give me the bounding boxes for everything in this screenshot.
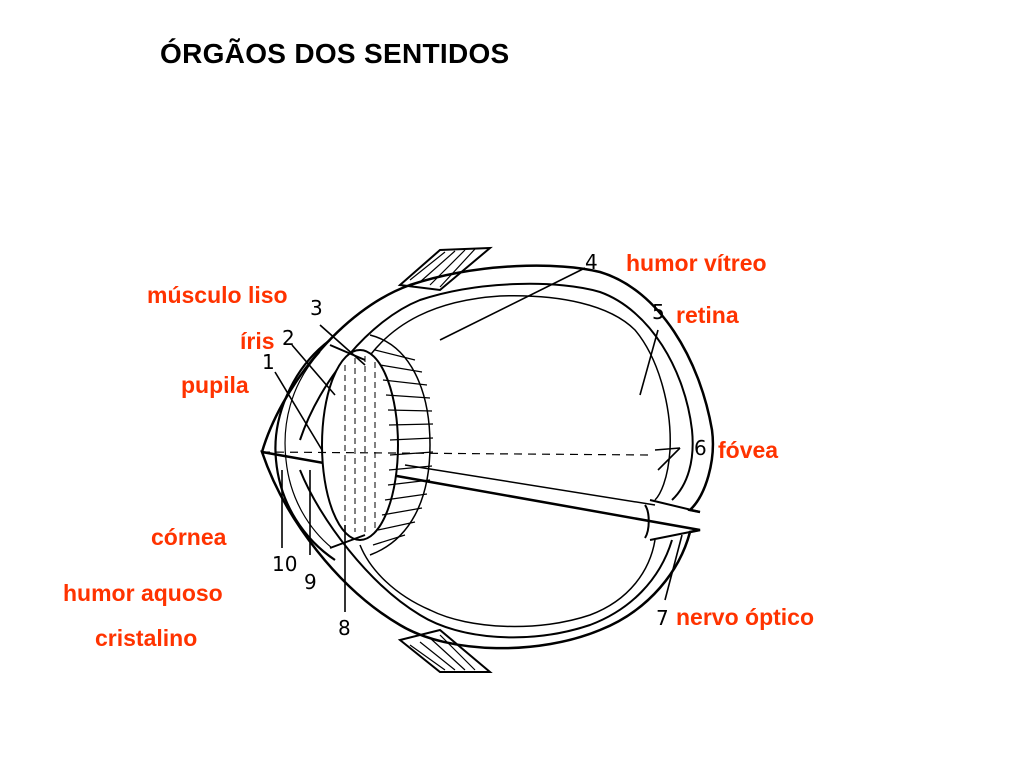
number-5: 5 <box>652 300 665 324</box>
label-pupila: pupila <box>181 372 249 398</box>
page-title: ÓRGÃOS DOS SENTIDOS <box>160 38 510 69</box>
label-retina: retina <box>676 302 739 328</box>
leader-lines <box>274 267 683 612</box>
label-iris: íris <box>240 328 275 354</box>
visual-axis <box>261 451 651 456</box>
number-2: 2 <box>282 326 295 350</box>
label-fovea: fóvea <box>718 437 779 463</box>
number-7: 7 <box>656 606 669 630</box>
number-8: 8 <box>338 616 351 640</box>
number-4: 4 <box>585 250 598 274</box>
iris-shape <box>329 344 366 549</box>
optical-axis <box>404 464 656 506</box>
label-musculo-liso: músculo liso <box>147 282 288 308</box>
ciliary-body <box>369 334 434 556</box>
label-nervo-optico: nervo óptico <box>676 604 815 630</box>
number-6: 6 <box>694 436 707 460</box>
number-3: 3 <box>310 296 323 320</box>
number-9: 9 <box>304 570 317 594</box>
muscle-bottom <box>397 628 493 673</box>
label-humor-aquoso: humor aquoso <box>63 580 223 606</box>
label-humor-vitreo: humor vítreo <box>626 250 767 276</box>
muscle-top <box>397 246 493 292</box>
lens <box>321 349 399 541</box>
retina-line <box>359 295 671 628</box>
number-1: 1 <box>262 350 275 374</box>
optic-nerve <box>644 499 701 541</box>
number-10: 10 <box>272 552 298 576</box>
label-cristalino: cristalino <box>95 625 198 651</box>
label-cornea: córnea <box>151 524 227 550</box>
